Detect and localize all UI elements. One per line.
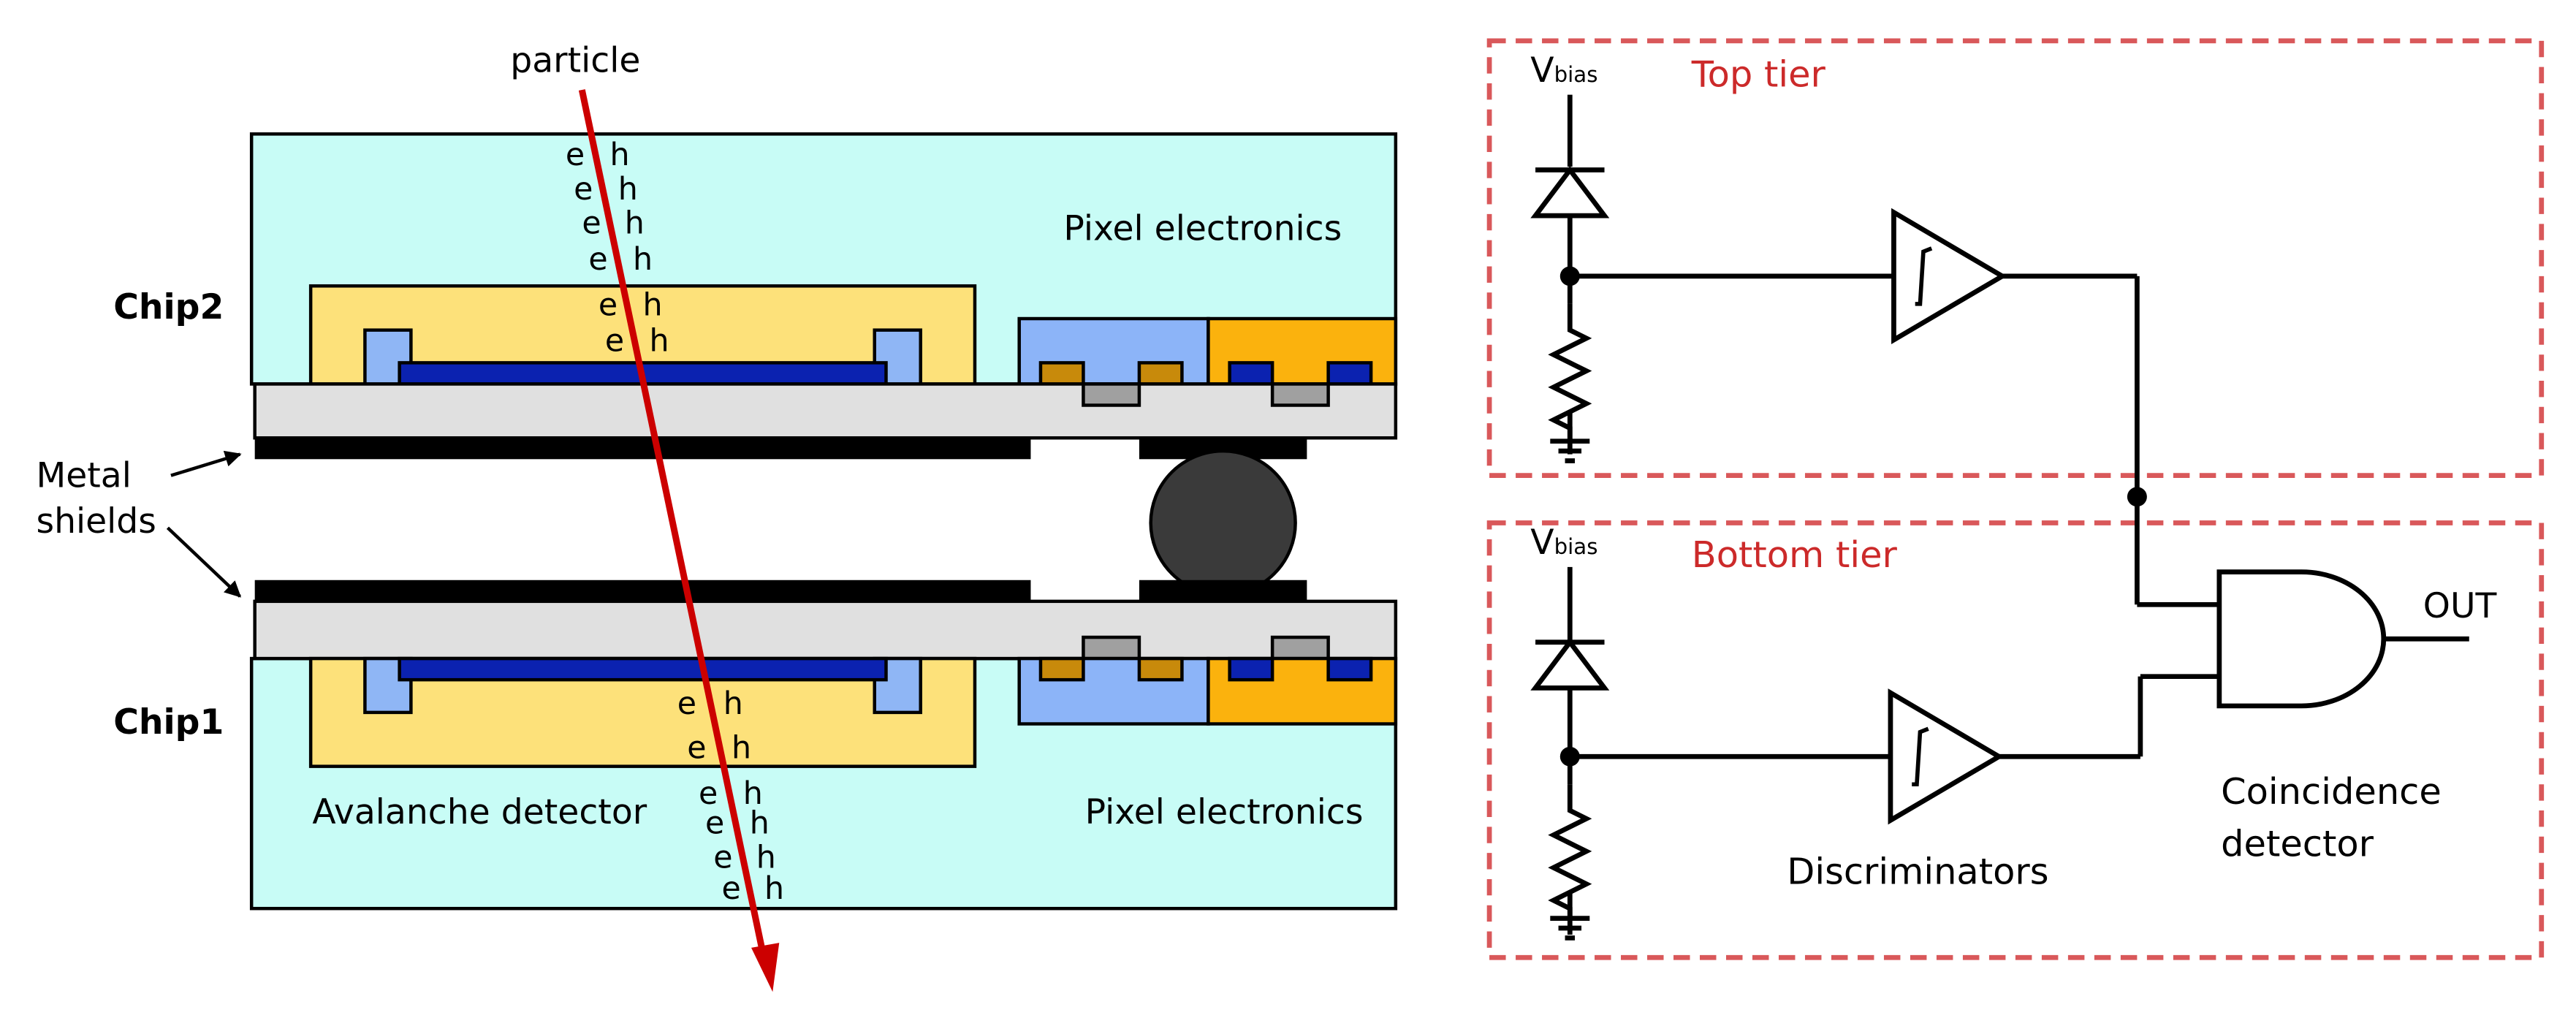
hole: h — [764, 870, 784, 907]
avalanche-detector-label: Avalanche detector — [312, 792, 647, 832]
chip2-gold-contact-2 — [1137, 361, 1184, 386]
chip1-contact-left — [363, 656, 413, 715]
chip1-blue-contact-2 — [1326, 656, 1373, 682]
hole: h — [633, 241, 653, 278]
electron: e — [582, 205, 601, 242]
chip2-metal-via-1 — [1082, 382, 1141, 407]
coincidence-label-line1: Coincidence — [2221, 770, 2442, 813]
bottom-tier-circuit: Vbias — [1530, 523, 2219, 938]
electron: e — [713, 839, 732, 875]
hole: h — [743, 775, 763, 812]
hole: h — [732, 730, 751, 767]
particle-track-arrowhead — [751, 943, 780, 992]
discriminators-label: Discriminators — [1787, 851, 2048, 893]
metal-shields-label-line1: Metal — [36, 455, 131, 495]
coincidence-label-line2: detector — [2221, 823, 2374, 865]
chip2-blue-contact-1 — [1228, 361, 1274, 386]
metal-shields-label-line2: shields — [36, 501, 156, 542]
vbias-label-top: Vbias — [1530, 50, 1597, 91]
chip1-gold-contact-1 — [1038, 656, 1085, 682]
chip2-metal-via-2 — [1270, 382, 1330, 407]
chip1-metal-via-2 — [1270, 635, 1330, 661]
bottom-tier-label: Bottom tier — [1692, 533, 1898, 576]
discriminator-bottom-icon — [1888, 688, 2005, 825]
bump-bond — [1149, 449, 1297, 597]
chip1-blue-contact-1 — [1228, 656, 1274, 682]
chip1-implant — [398, 656, 888, 682]
electron: e — [588, 241, 607, 278]
chip2-interconnect-layer — [253, 382, 1398, 440]
hole: h — [610, 137, 630, 173]
vbias-label-bottom: Vbias — [1530, 523, 1597, 563]
electron: e — [566, 137, 585, 173]
chip1-bond-pad — [1139, 580, 1307, 601]
electron: e — [574, 171, 593, 208]
photodiode-bottom-icon — [1530, 638, 1610, 691]
electron: e — [677, 685, 696, 722]
hole: h — [756, 839, 776, 875]
pixel-electronics-bottom-label: Pixel electronics — [1085, 792, 1364, 832]
and-gate-icon — [2216, 569, 2387, 709]
hole: h — [723, 685, 743, 722]
electron: e — [699, 775, 718, 812]
chip1-gold-contact-2 — [1137, 656, 1184, 682]
discriminator-top-icon — [1891, 208, 2007, 344]
top-tier-circuit: Vbias — [1530, 50, 2147, 605]
electron: e — [705, 805, 724, 841]
metal-shield-arrow-top — [170, 450, 242, 477]
particle-track — [578, 89, 767, 954]
chip1-label: Chip1 — [113, 702, 224, 742]
electron: e — [599, 287, 618, 324]
hole: h — [625, 205, 645, 242]
hole: h — [643, 287, 663, 324]
photodiode-top-icon — [1530, 165, 1610, 219]
bottom-tier-box — [1486, 520, 2545, 960]
top-tier-label: Top tier — [1691, 53, 1826, 96]
chip1-interconnect-layer — [253, 599, 1398, 661]
pixel-electronics-top-label: Pixel electronics — [1063, 209, 1342, 249]
chip2-label: Chip2 — [113, 287, 224, 327]
hole: h — [650, 323, 669, 360]
chip2-gold-contact-1 — [1038, 361, 1085, 386]
out-label: OUT — [2423, 586, 2497, 626]
chip2-metal-shield — [254, 438, 1031, 460]
electron: e — [687, 730, 706, 767]
hole: h — [618, 171, 638, 208]
top-tier-box — [1486, 38, 2545, 479]
particle-label: particle — [510, 41, 640, 81]
chip2-blue-contact-2 — [1326, 361, 1373, 386]
chip1-metal-shield — [254, 580, 1031, 601]
electron: e — [722, 870, 741, 907]
electron: e — [605, 323, 624, 360]
chip1-metal-via-1 — [1082, 635, 1141, 661]
hole: h — [750, 805, 770, 841]
metal-shield-arrow-bottom — [166, 526, 242, 598]
